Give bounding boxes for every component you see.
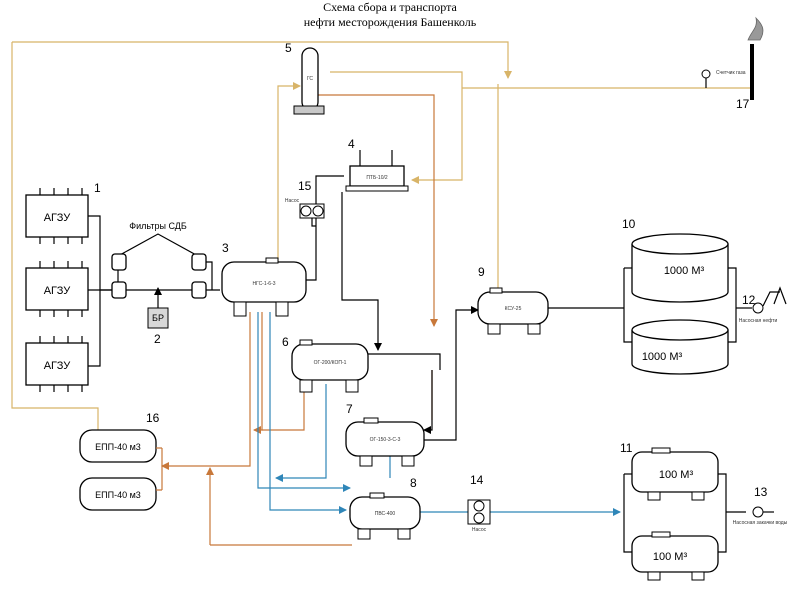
epp-2-label: ЕПП-40 м3 [95,490,141,500]
label-number-11: 11 [620,441,633,455]
label-number-8: 8 [410,476,417,490]
br-dosing-unit: БР 2 [147,307,169,346]
agzu-label: АГЗУ [44,360,72,372]
label-number-10: 10 [622,217,636,231]
settler-7: ОГ-150-3-С-3 7 [345,402,425,467]
tank-100-a: 100 М³ [631,447,719,501]
tank-10a-label: 1000 М³ [664,265,705,277]
tank-10b-label: 1000 М³ [642,351,683,363]
pump-13-label: Насосная закачки воды [733,520,788,526]
separator-9: КСУ-25 9 [477,265,549,335]
label-number-14: 14 [470,473,484,487]
gas-separator-5: ГС 5 [285,41,325,115]
tank-11b-label: 100 М³ [653,551,688,563]
label-number-16: 16 [146,411,160,425]
diagram-title-line2: нефти месторождения Башенколь [304,15,477,29]
heater-4: ПТБ-10/2 4 [345,137,409,192]
filters-group: Фильтры СДБ [111,221,213,299]
agzu-unit: АГЗУ [25,261,89,317]
flare-17: Счетчик газа 17 [701,16,764,111]
vessel-4-label: ПТБ-10/2 [366,175,388,181]
settler-6: ОГ-200/КОП-1 6 [282,335,369,393]
water-lines [257,312,621,516]
vessel-7-label: ОГ-150-3-С-3 [370,437,401,443]
agzu-group: АГЗУ АГЗУ АГЗУ 1 [25,181,101,392]
agzu-unit: АГЗУ [25,188,89,244]
pump-15: Насос 15 [285,179,325,219]
label-number-6: 6 [282,335,289,349]
vessel-5-label: ГС [307,76,313,82]
vessel-3-label: НГС-1-6-3 [252,281,275,287]
label-number-9: 9 [478,265,485,279]
oil-lines [88,175,752,553]
oil-pump-12: Насосная нефти 12 [739,286,787,324]
label-number-1: 1 [94,181,101,195]
water-vessel-8: ПВС-400 8 [349,476,421,540]
tank-100-b: 100 М³ [631,531,719,581]
epp-tank-2: ЕПП-40 м3 [79,477,157,511]
epp-tank-1: ЕПП-40 м3 [79,429,157,463]
label-number-13: 13 [754,485,768,499]
vessel-9-label: КСУ-25 [505,306,522,312]
filters-label: Фильтры СДБ [129,221,187,231]
br-label: БР [152,313,164,323]
label-number-15: 15 [298,179,312,193]
epp-1-label: ЕПП-40 м3 [95,442,141,452]
label-number-2: 2 [154,332,161,346]
label-number-7: 7 [346,402,353,416]
gas-lines [11,41,752,430]
pump-14: Насос 14 [467,473,491,533]
water-pump-13: Насосная закачки воды 13 [733,485,788,526]
vessel-8-label: ПВС-400 [375,511,396,517]
separator-3: НГС-1-6-3 3 [221,241,307,317]
tank-11a-label: 100 М³ [659,469,694,481]
label-number-17: 17 [736,97,750,111]
pump-12-label: Насосная нефти [739,318,778,324]
tank-1000-b: 1000 М³ [631,319,729,375]
tank-1000-a: 1000 М³ [631,233,729,303]
flare-meter-label: Счетчик газа [716,70,746,76]
pump-14-label: Насос [472,527,487,533]
vessel-6-label: ОГ-200/КОП-1 [314,360,347,366]
agzu-label: АГЗУ [44,285,72,297]
label-number-3: 3 [222,241,229,255]
diagram-title-line1: Схема сбора и транспорта [323,0,457,14]
pump-15-label: Насос [285,198,300,204]
agzu-unit: АГЗУ [25,336,89,392]
agzu-label: АГЗУ [44,212,72,224]
label-number-5: 5 [285,41,292,55]
label-number-12: 12 [742,293,756,307]
label-number-4: 4 [348,137,355,151]
